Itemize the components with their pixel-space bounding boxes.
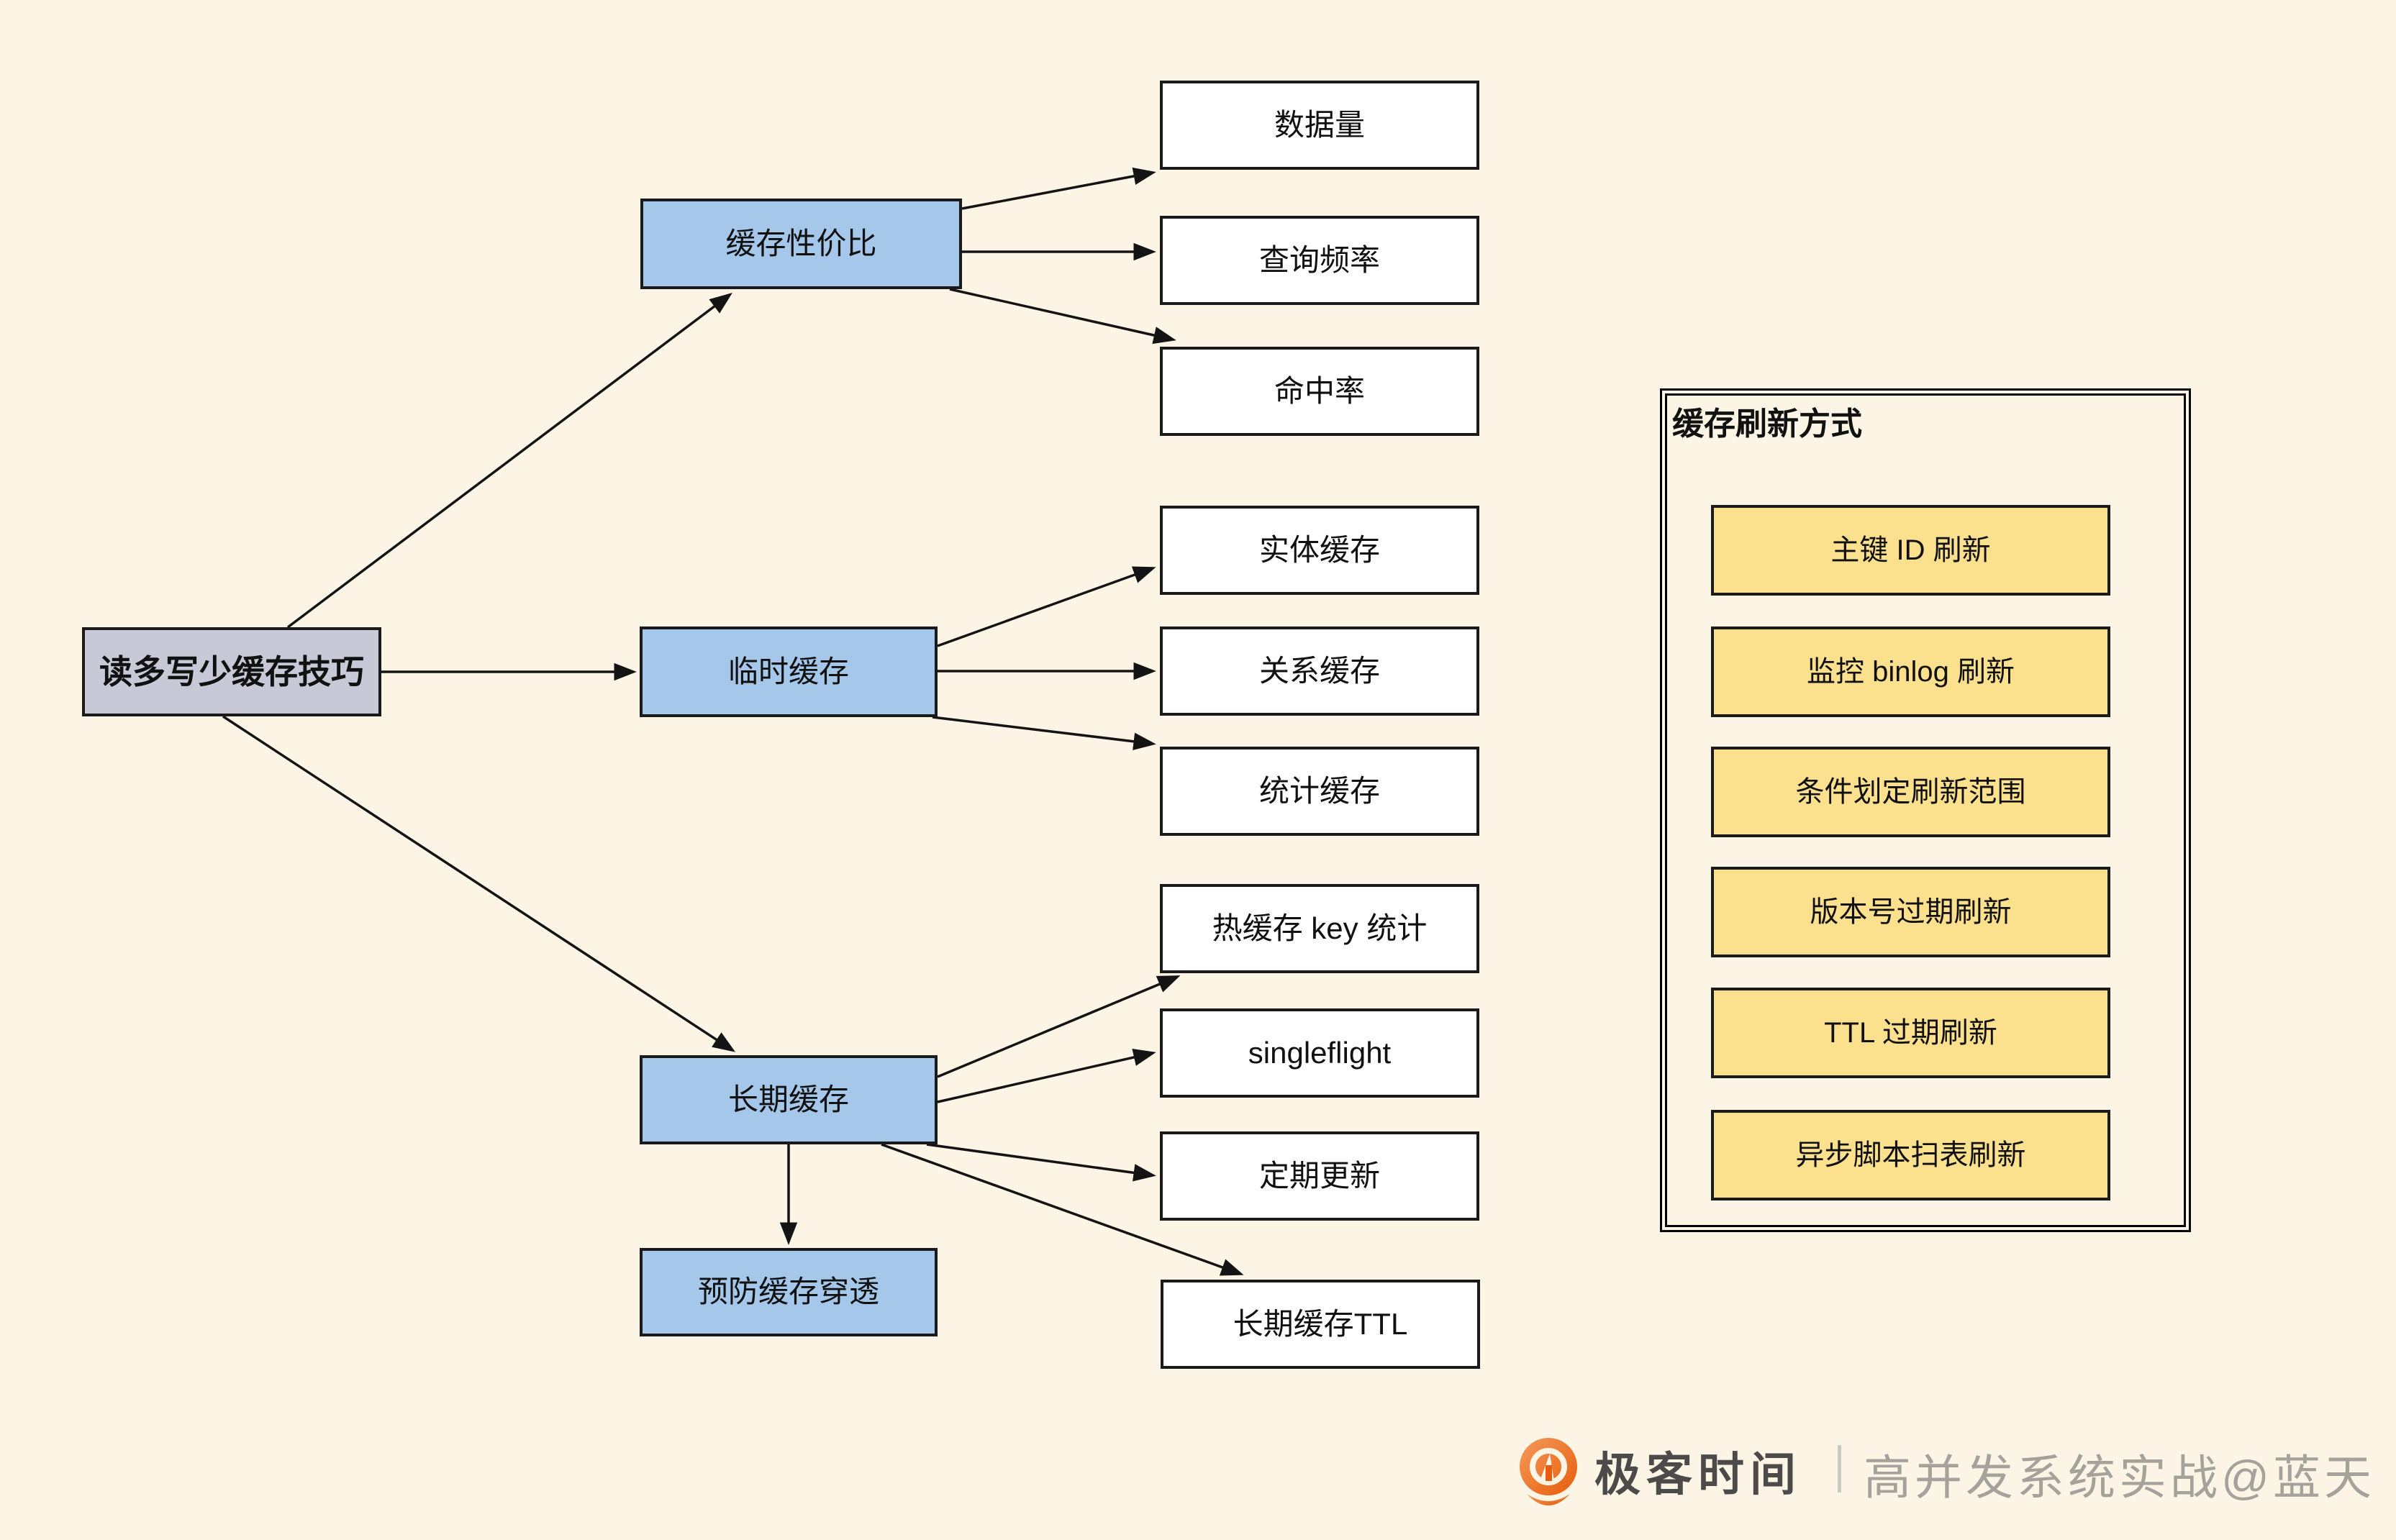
node-periodicupdate: 定期更新 [1160, 1131, 1479, 1221]
node-queryfreq: 查询频率 [1160, 216, 1479, 305]
edge-cost-datavolume [961, 167, 1156, 210]
edge-cost-hitrate [949, 288, 1176, 345]
edge-root-cost [286, 293, 732, 629]
refresh-item-2: 监控 binlog 刷新 [1711, 627, 2110, 717]
node-relationcache: 关系缓存 [1160, 627, 1479, 716]
edge-longterm-periodicupdate [926, 1143, 1156, 1182]
cache-refresh-panel: 缓存刷新方式 [1660, 388, 2191, 1232]
node-hitrate: 命中率 [1160, 347, 1479, 436]
refresh-item-6: 异步脚本扫表刷新 [1711, 1110, 2110, 1200]
separator-bar [1838, 1445, 1841, 1493]
footer-watermark: 极客时间 高并发系统实战@蓝天 [1511, 1428, 2396, 1521]
credit-text: 高并发系统实战@蓝天 [1864, 1451, 2375, 1504]
geektime-logo-icon [1520, 1438, 1577, 1505]
edge-longterm-singleflight [937, 1048, 1156, 1103]
edge-root-longterm [222, 715, 736, 1052]
node-entitycache: 实体缓存 [1160, 506, 1479, 595]
node-longterm: 长期缓存 [640, 1055, 938, 1144]
node-singleflight: singleflight [1160, 1008, 1479, 1098]
refresh-item-4: 版本号过期刷新 [1711, 867, 2110, 957]
edge-temp-entitycache [937, 566, 1156, 647]
panel-title: 缓存刷新方式 [1672, 406, 1862, 442]
node-root: 读多写少缓存技巧 [82, 627, 381, 716]
node-statcache: 统计缓存 [1160, 747, 1479, 836]
node-cost: 缓存性价比 [640, 199, 962, 289]
brand-text: 极客时间 [1594, 1449, 1802, 1500]
node-hotkey: 热缓存 key 统计 [1160, 884, 1479, 973]
node-longttl: 长期缓存TTL [1161, 1280, 1480, 1369]
panel-inner-border [1665, 393, 2186, 1227]
node-datavolume: 数据量 [1160, 81, 1479, 170]
edge-temp-statcache [932, 716, 1156, 750]
refresh-item-5: TTL 过期刷新 [1711, 988, 2110, 1078]
node-penetration: 预防缓存穿透 [640, 1248, 938, 1336]
node-temp: 临时缓存 [640, 627, 938, 717]
refresh-item-1: 主键 ID 刷新 [1711, 505, 2110, 596]
refresh-item-3: 条件划定刷新范围 [1711, 747, 2110, 837]
edge-longterm-hotkey [937, 975, 1181, 1078]
